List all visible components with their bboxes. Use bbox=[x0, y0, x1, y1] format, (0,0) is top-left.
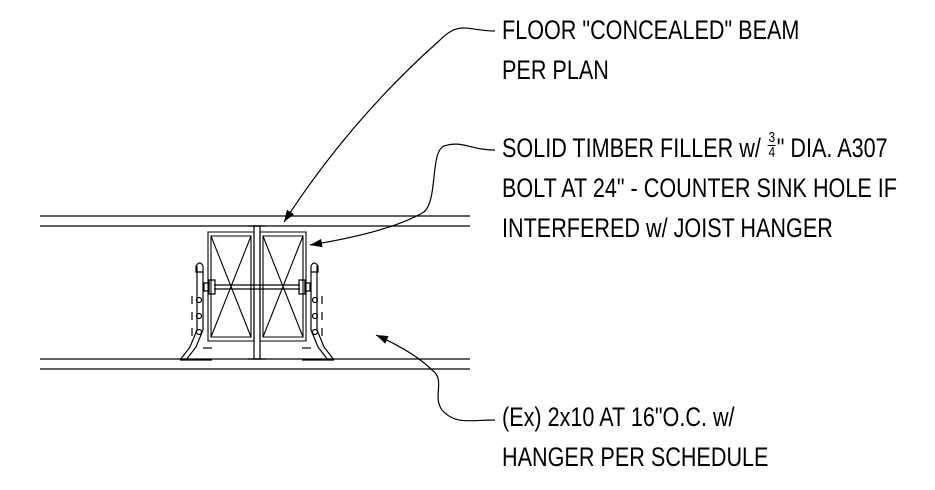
joist-hanger-left bbox=[180, 263, 212, 360]
note-beam: FLOOR "CONCEALED" BEAM PER PLAN bbox=[502, 10, 799, 90]
note-joist-line2: HANGER PER SCHEDULE bbox=[502, 442, 769, 472]
joist-hanger-right bbox=[302, 263, 334, 360]
timber-filler-left bbox=[208, 232, 254, 341]
leader-beam bbox=[284, 28, 495, 222]
note-joist: (Ex) 2x10 AT 16"O.C. w/ HANGER PER SCHED… bbox=[502, 397, 768, 477]
note-filler-line3: INTERFERED w/ JOIST HANGER bbox=[502, 213, 833, 243]
through-bolt bbox=[204, 280, 310, 294]
note-joist-line1: (Ex) 2x10 AT 16"O.C. w/ bbox=[502, 402, 735, 432]
note-beam-line1: FLOOR "CONCEALED" BEAM bbox=[502, 15, 800, 45]
leader-joist bbox=[376, 335, 495, 421]
note-filler-line1-before: SOLID TIMBER FILLER w/ bbox=[502, 133, 767, 163]
leader-filler bbox=[310, 144, 495, 248]
timber-filler-right bbox=[260, 232, 306, 341]
note-beam-line2: PER PLAN bbox=[502, 55, 609, 85]
note-filler-line2: BOLT AT 24" - COUNTER SINK HOLE IF bbox=[502, 173, 897, 203]
fraction-denominator: 4 bbox=[768, 144, 776, 162]
fraction-numerator: 3 bbox=[767, 129, 776, 147]
joist-lines bbox=[40, 216, 470, 369]
note-filler-line1-after: " DIA. A307 bbox=[776, 133, 888, 163]
